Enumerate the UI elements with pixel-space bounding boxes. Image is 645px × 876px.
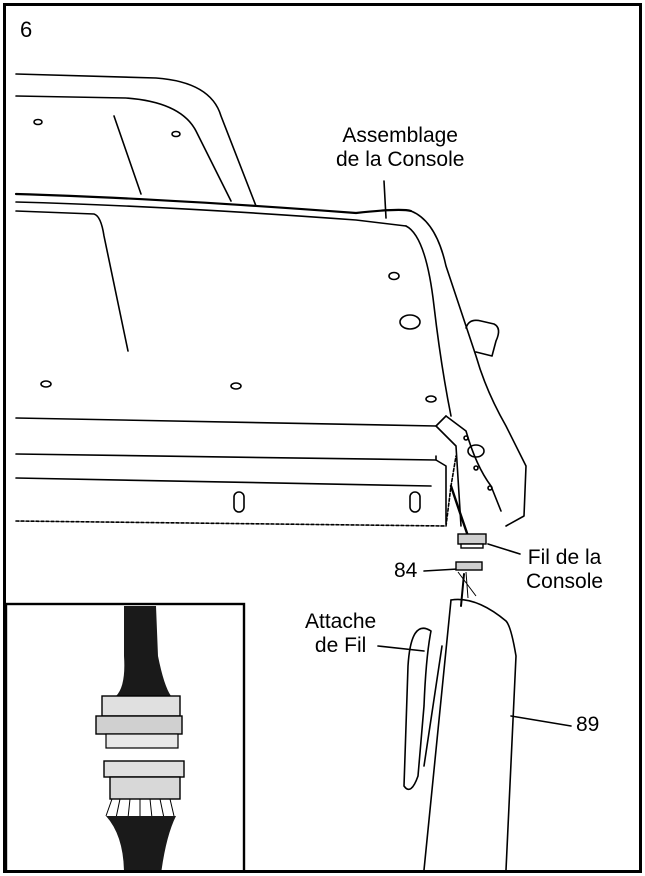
leader-part-89 (510, 715, 572, 727)
step-number: 6 (20, 17, 33, 42)
label-console-assembly-line1: Assemblage (342, 124, 458, 147)
assembly-illustration (6, 73, 572, 870)
wire-tie-loop (403, 627, 432, 791)
label-part-84: 84 (394, 559, 418, 582)
console-base-line (15, 415, 447, 427)
label-wire-tie-line2: de Fil (314, 634, 367, 657)
upright-frame-top (15, 73, 257, 207)
inset-connector-detail (6, 602, 246, 870)
upright-89 (450, 598, 517, 870)
leader-console-assembly (383, 180, 387, 219)
console-wire-strand (449, 484, 470, 538)
frame-strut (113, 115, 142, 195)
wire-84-connector (455, 561, 483, 571)
upright-89-left (423, 599, 452, 870)
wire-tie-tail (423, 645, 443, 767)
upright-frame-inner (15, 95, 232, 202)
console-body-outline (410, 210, 527, 527)
label-console-wire-line1: Fil de la (527, 546, 602, 569)
label-part-89: 89 (576, 713, 600, 736)
tray-bottom (15, 455, 457, 527)
tray-mid (15, 477, 432, 487)
label-console-wire: Fil de la Console (526, 546, 603, 594)
console-top-edge (14, 192, 413, 215)
label-console-assembly-line2: de la Console (336, 148, 465, 171)
console-wire-connector (457, 533, 487, 545)
label-console-wire-line2: Console (526, 570, 604, 593)
label-wire-tie: Attache de Fil (305, 610, 376, 658)
leader-part-84 (423, 568, 459, 572)
console-top-edge-2 (15, 201, 407, 227)
tray-top (15, 453, 437, 461)
tray-corner (435, 425, 462, 527)
label-wire-tie-line1: Attache (305, 610, 377, 633)
console-rim-right (405, 225, 452, 417)
tray-right (435, 459, 447, 525)
diagram-frame: 6 Assemblage de la Console Fil de la Con… (3, 3, 642, 873)
label-console-assembly: Assemblage de la Console (336, 124, 464, 172)
leader-console-wire (487, 543, 521, 555)
side-bracket (465, 319, 500, 357)
console-front-edge (15, 210, 129, 352)
leader-wire-tie (377, 645, 425, 652)
